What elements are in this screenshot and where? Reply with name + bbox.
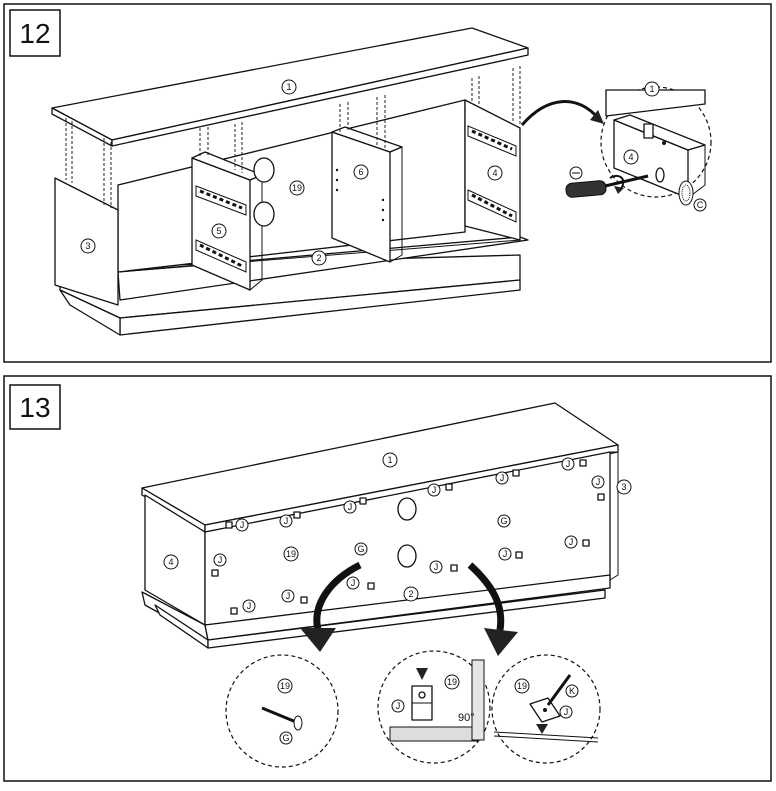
svg-text:1: 1 [387, 455, 392, 465]
detail-cam-lock: 1 4 [600, 81, 712, 200]
part-label-G: G [279, 731, 293, 745]
part-label-5: 5 [211, 223, 227, 239]
part-label-19: 19 [283, 546, 299, 562]
arrow-icon [467, 562, 505, 631]
svg-text:J: J [284, 516, 289, 526]
arrow-icon [520, 100, 600, 126]
cable-hole [253, 201, 275, 227]
svg-text:G: G [282, 733, 289, 743]
detail-bracket-nail: 19 K J [491, 654, 601, 764]
svg-text:J: J [348, 502, 353, 512]
detail-bracket-90: J 19 90° [377, 650, 491, 764]
svg-text:G: G [357, 544, 364, 554]
part-label-19: 19 [277, 678, 293, 694]
nail-icon [261, 706, 303, 731]
cam-lock-icon: C [678, 180, 707, 212]
svg-text:19: 19 [286, 549, 296, 559]
svg-text:2: 2 [316, 253, 321, 263]
part-label-2: 2 [403, 586, 419, 602]
svg-text:J: J [247, 601, 252, 611]
svg-text:5: 5 [216, 226, 221, 236]
part-label-19: 19 [444, 674, 460, 690]
step-number-12: 12 [19, 18, 50, 49]
svg-text:4: 4 [492, 168, 497, 178]
dowel-guides [65, 66, 521, 208]
svg-text:2: 2 [408, 589, 413, 599]
part-label-1: 1 [281, 79, 297, 95]
part-label-C: C [693, 198, 707, 212]
part-label-4: 4 [487, 165, 503, 181]
svg-text:1: 1 [286, 82, 291, 92]
svg-text:J: J [566, 459, 571, 469]
step-12-panel: 12 [3, 3, 772, 363]
step-number-13: 13 [19, 392, 50, 423]
svg-text:1: 1 [649, 84, 654, 94]
part-label-4: 4 [623, 149, 639, 165]
part-label-1: 1 [382, 452, 398, 468]
svg-text:4: 4 [168, 557, 173, 567]
drawer-slide-left [195, 185, 247, 273]
part-label-19: 19 [514, 678, 530, 694]
part-label-G: G [497, 514, 511, 528]
svg-text:3: 3 [85, 241, 90, 251]
dowel-icon [643, 123, 654, 139]
svg-text:J: J [569, 537, 574, 547]
svg-text:J: J [500, 473, 505, 483]
svg-text:J: J [596, 477, 601, 487]
part-label-J: J [391, 699, 405, 713]
screwdriver-icon [565, 166, 649, 198]
svg-text:G: G [500, 516, 507, 526]
bracket-icon: J J J J J J J J J J J J J J [211, 457, 605, 615]
drawer-slide-right [467, 125, 517, 223]
svg-text:4: 4 [628, 152, 633, 162]
nail-icon [546, 674, 572, 706]
detail-nail: 19 G [225, 654, 339, 768]
angle-label: 90° [458, 712, 475, 724]
svg-text:J: J [351, 578, 356, 588]
step-13-panel: 13 1 3 4 19 2 G G J J J J J J J J J [3, 375, 772, 782]
part-label-K: K [565, 684, 579, 698]
part-label-G: G [354, 542, 368, 556]
svg-text:J: J [564, 707, 569, 717]
part-label-4: 4 [163, 554, 179, 570]
svg-text:J: J [503, 549, 508, 559]
svg-text:J: J [286, 591, 291, 601]
cable-hole [253, 157, 275, 183]
svg-text:J: J [218, 555, 223, 565]
svg-text:6: 6 [358, 167, 363, 177]
part-label-J: J [559, 705, 573, 719]
svg-text:19: 19 [517, 681, 527, 691]
part-label-3: 3 [80, 238, 96, 254]
svg-text:J: J [396, 701, 401, 711]
part-label-3: 3 [616, 479, 632, 495]
svg-text:3: 3 [621, 482, 626, 492]
svg-text:19: 19 [292, 183, 302, 193]
svg-text:C: C [697, 200, 704, 210]
part-label-1: 1 [644, 81, 660, 97]
part-label-6: 6 [353, 164, 369, 180]
svg-text:J: J [240, 520, 245, 530]
arrow-icon [313, 561, 362, 631]
svg-text:19: 19 [280, 681, 290, 691]
part-label-2: 2 [311, 250, 327, 266]
cable-hole [397, 497, 417, 521]
part-label-19: 19 [289, 180, 305, 196]
cable-hole [397, 544, 417, 568]
svg-text:19: 19 [447, 677, 457, 687]
svg-text:J: J [434, 562, 439, 572]
svg-text:K: K [569, 686, 575, 696]
svg-text:J: J [432, 485, 437, 495]
